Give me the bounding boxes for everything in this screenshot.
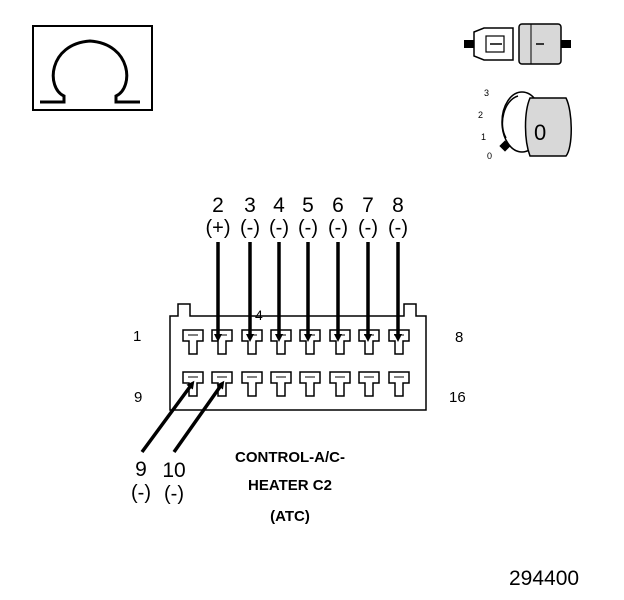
pin-polarity-8: (-) — [388, 217, 408, 239]
connector-name-line-3: (ATC) — [270, 508, 310, 525]
corner-label-bottom-left: 9 — [134, 389, 142, 406]
pin-polarity-4: (-) — [269, 217, 289, 239]
pin-number-3: 3 — [244, 194, 256, 217]
cavity-12 — [270, 371, 292, 397]
ignition-position-2: 2 — [478, 110, 483, 120]
pin-polarity-7: (-) — [358, 217, 378, 239]
pin-polarity-9: (-) — [131, 482, 151, 504]
pin-number-6: 6 — [332, 194, 344, 217]
cavity-14 — [329, 371, 351, 397]
pin-number-4: 4 — [273, 194, 285, 217]
ignition-position-0: 0 — [487, 151, 492, 161]
ignition-position-1: 1 — [481, 132, 486, 142]
connector-key-mark: 4 — [255, 307, 263, 323]
ohm-symbol-icon — [32, 25, 153, 111]
disconnected-connector-icon — [464, 23, 571, 65]
ignition-key-label: 0 — [534, 120, 546, 145]
cavity-16 — [388, 371, 410, 397]
pin-number-2: 2 — [212, 194, 224, 217]
pin-polarity-3: (-) — [240, 217, 260, 239]
connector-body: 4 — [169, 303, 427, 411]
figure-number: 294400 — [509, 567, 579, 590]
probe-arrows — [140, 242, 402, 454]
cavity-1 — [182, 329, 204, 355]
corner-label-top-right: 8 — [455, 329, 463, 346]
pin-number-8: 8 — [392, 194, 404, 217]
connector-name-line-1: CONTROL-A/C- — [235, 449, 345, 466]
arrow-pin-9 — [140, 380, 195, 454]
pin-number-7: 7 — [362, 194, 374, 217]
pin-polarity-5: (-) — [298, 217, 318, 239]
cavity-11 — [241, 371, 263, 397]
corner-label-bottom-right: 16 — [449, 389, 466, 406]
connector-name-line-2: HEATER C2 — [248, 477, 332, 494]
pin-polarity-6: (-) — [328, 217, 348, 239]
ignition-key-icon: 3 2 1 0 0 — [478, 88, 572, 161]
pin-polarity-10: (-) — [164, 483, 184, 505]
cavity-13 — [299, 371, 321, 397]
pin-labels: 2(+)3(-)4(-)5(-)6(-)7(-)8(-)9(-)10(-) — [131, 194, 408, 505]
pin-polarity-2: (+) — [206, 217, 231, 239]
corner-label-top-left: 1 — [133, 328, 141, 345]
pin-number-10: 10 — [162, 459, 185, 482]
pin-number-9: 9 — [135, 458, 147, 481]
pin-number-5: 5 — [302, 194, 314, 217]
arrow-pin-10 — [172, 380, 225, 454]
cavity-15 — [358, 371, 380, 397]
ignition-position-3: 3 — [484, 88, 489, 98]
